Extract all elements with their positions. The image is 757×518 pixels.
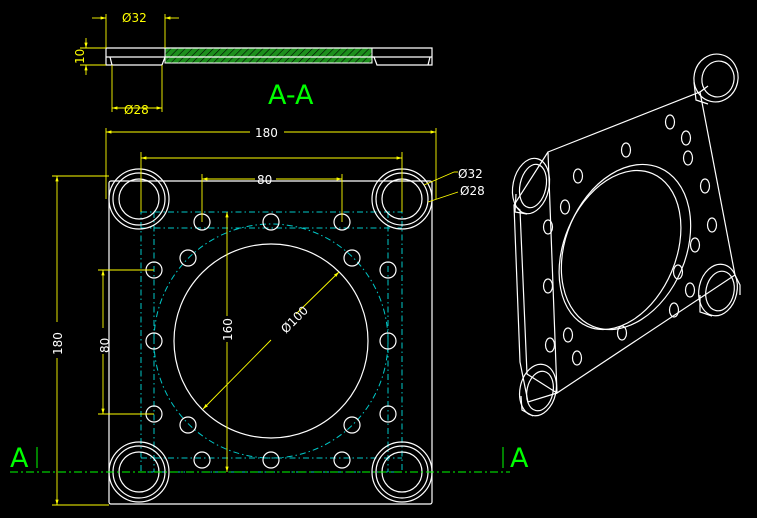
section-dia-inner: Ø28	[124, 103, 149, 117]
plan-width: 180	[255, 126, 278, 140]
section-thickness: 10	[73, 49, 87, 64]
plan-bolt-pitch-v: 80	[98, 338, 112, 353]
iso-hole	[682, 150, 694, 166]
section-dia-outer: Ø32	[122, 11, 147, 25]
bolt-hole	[179, 249, 197, 267]
bolt-hole	[379, 261, 397, 279]
plate-outline	[108, 180, 433, 505]
iso-hole	[680, 130, 692, 146]
isometric-view	[511, 53, 741, 417]
plan-corner-inner: Ø28	[460, 184, 485, 198]
plan-corner-outer: Ø32	[458, 167, 483, 181]
bolt-hole	[145, 332, 163, 350]
iso-bore	[560, 163, 692, 331]
iso-hole	[706, 217, 718, 233]
iso-hole	[559, 199, 571, 215]
iso-hole	[572, 168, 584, 184]
bolt-hole	[333, 451, 351, 469]
iso-corner-boss-br	[698, 263, 738, 317]
iso-hole	[620, 142, 632, 158]
plan-center-span: 160	[221, 318, 235, 341]
bolt-hole	[193, 451, 211, 469]
iso-hole	[542, 278, 554, 294]
bolt-holes	[145, 213, 397, 469]
iso-hole	[544, 337, 556, 353]
iso-hole	[689, 237, 701, 253]
iso-hole	[562, 327, 574, 343]
section-title: A-A	[268, 80, 314, 111]
plan-bolt-pitch: 80	[257, 173, 272, 187]
plan-view: 180 80 Ø32 Ø28 180 80 160	[10, 126, 529, 506]
section-hatch	[164, 47, 373, 64]
iso-hole	[571, 350, 583, 366]
iso-holes	[542, 114, 718, 366]
bolt-hole	[343, 416, 361, 434]
bolt-hole	[379, 405, 397, 423]
iso-plate-top	[547, 91, 736, 395]
section-label-right: A	[510, 443, 529, 474]
section-view: Ø32 Ø28 10 A-A	[73, 11, 433, 117]
bolt-hole	[179, 416, 197, 434]
iso-hole	[668, 302, 680, 318]
plan-bore: Ø100	[278, 303, 311, 336]
central-bore	[173, 243, 369, 439]
iso-hole	[664, 114, 676, 130]
iso-hole	[672, 264, 684, 280]
iso-hole	[684, 282, 696, 298]
iso-hole	[699, 178, 711, 194]
iso-hole	[542, 219, 554, 235]
iso-corner-boss-tl	[511, 157, 551, 215]
bolt-hole	[262, 451, 280, 469]
bolt-hole	[343, 249, 361, 267]
section-label-left: A	[10, 443, 29, 474]
bolt-hole	[262, 213, 280, 231]
corner-boss-tl	[108, 168, 170, 230]
corner-centerline-square	[140, 211, 403, 473]
bolt-circle	[153, 223, 389, 459]
plan-height: 180	[51, 332, 65, 355]
iso-corner-boss-bl	[518, 363, 558, 417]
iso-corner-boss-tr	[693, 53, 739, 105]
bolt-hole	[379, 332, 397, 350]
iso-hole	[616, 325, 628, 341]
